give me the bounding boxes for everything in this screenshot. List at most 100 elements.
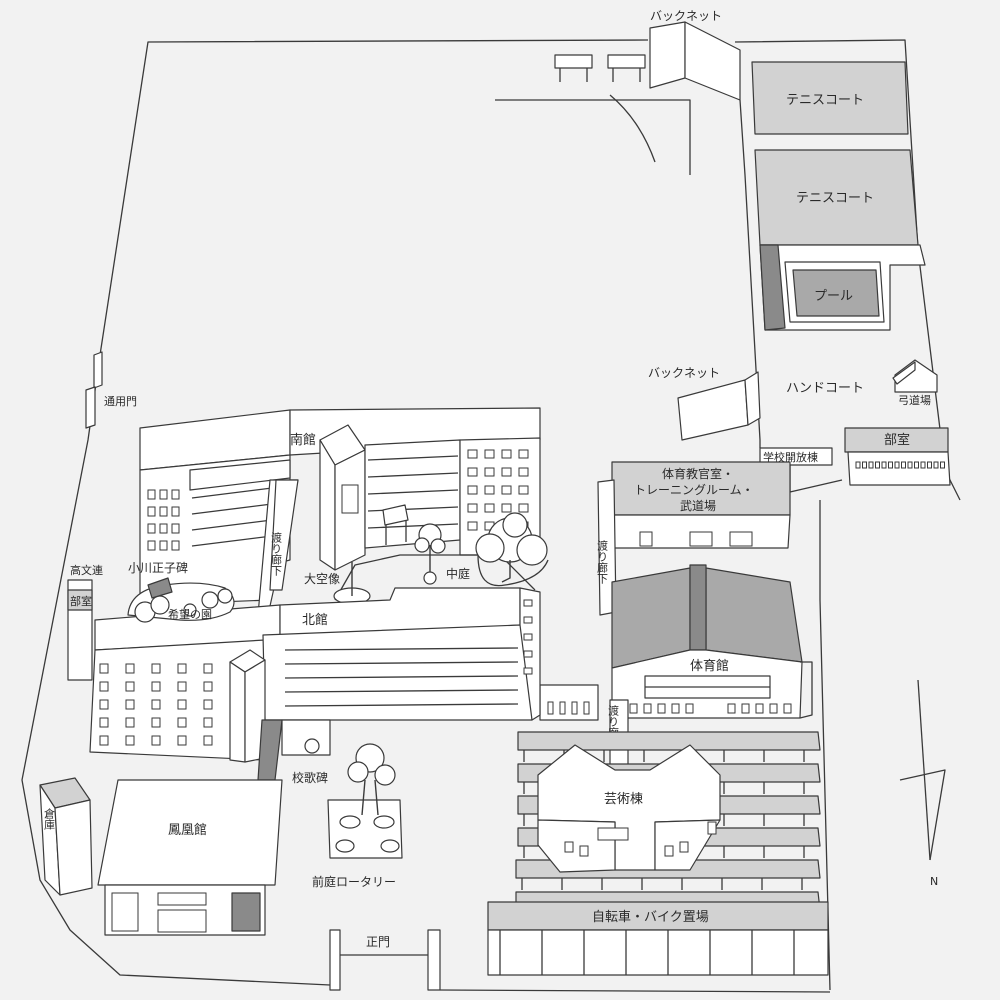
window: [171, 540, 180, 551]
floor-line: [367, 455, 459, 461]
pe-building-label-2: トレーニングルーム・: [634, 483, 754, 497]
gymnasium-label: 体育館: [690, 658, 729, 674]
window: [888, 461, 893, 469]
window: [151, 663, 161, 674]
kobunren-label: 高文連: [70, 563, 103, 577]
back-net-top-label: バックネット: [650, 9, 722, 23]
window: [171, 489, 180, 500]
window: [171, 506, 180, 517]
floor-line: [284, 675, 519, 679]
window: [523, 616, 533, 624]
window: [125, 681, 135, 692]
window: [501, 449, 512, 459]
main-gate-label: 正門: [366, 935, 390, 949]
window: [125, 663, 135, 674]
floor-line: [367, 489, 459, 495]
window: [783, 703, 792, 714]
window: [523, 599, 533, 607]
side-gate-label: 通用門: [104, 395, 137, 408]
window: [523, 633, 533, 641]
tennis-court-2-label: テニスコート: [796, 191, 874, 206]
window: [629, 703, 638, 714]
window: [875, 461, 880, 469]
window: [171, 523, 180, 534]
window: [484, 485, 495, 495]
window: [177, 699, 187, 710]
floor-line: [284, 647, 519, 651]
pool: [759, 244, 926, 331]
window: [559, 701, 566, 715]
window: [862, 461, 867, 469]
window: [151, 699, 161, 710]
window: [467, 449, 478, 459]
club-room-west-label: 部室: [70, 594, 92, 608]
courtyard-label: 中庭: [446, 566, 470, 581]
courtyard: [333, 504, 549, 605]
athletic-field: [495, 94, 761, 441]
floor-line: [284, 689, 519, 693]
window: [99, 735, 109, 746]
window: [523, 650, 533, 658]
window: [151, 717, 161, 728]
window: [907, 461, 913, 469]
window: [501, 503, 512, 513]
floor-line: [367, 472, 459, 478]
window: [203, 735, 213, 746]
bicycle-parking-label: 自転車・バイク置場: [592, 910, 709, 925]
window: [727, 703, 736, 714]
window: [203, 699, 213, 710]
window: [125, 717, 135, 728]
window: [518, 503, 529, 513]
window: [159, 489, 168, 500]
north-arrow-label: N: [930, 875, 938, 888]
window: [467, 467, 478, 477]
window: [151, 735, 161, 746]
window: [99, 717, 109, 728]
corridor-2-label: 渡り廊下: [596, 539, 609, 585]
window: [177, 717, 187, 728]
art-building: [537, 744, 721, 873]
tennis-court-1: [751, 61, 909, 135]
back-net-mid-label: バックネット: [648, 366, 720, 380]
song-monument-label: 校歌碑: [292, 770, 328, 785]
window: [99, 681, 109, 692]
hand-court-label: ハンドコート: [786, 381, 864, 396]
main-gate: [329, 929, 441, 991]
window: [177, 663, 187, 674]
window: [203, 663, 213, 674]
statue-label: 大空像: [304, 572, 340, 586]
window: [147, 489, 156, 500]
window: [518, 467, 529, 477]
back-net-top: [554, 21, 741, 101]
window: [203, 717, 213, 728]
south-building-label: 南館: [290, 432, 316, 448]
kyudojo: [892, 359, 938, 393]
window: [643, 703, 652, 714]
floor-line: [284, 703, 519, 707]
window: [467, 521, 478, 531]
corridor-1-label: 渡り廊下: [270, 531, 283, 577]
north-arrow: [899, 679, 946, 861]
window: [914, 461, 919, 469]
window: [769, 703, 778, 714]
club-rooms-east-label: 部室: [884, 432, 910, 448]
window: [583, 701, 590, 715]
window: [177, 681, 187, 692]
window: [933, 461, 939, 469]
window: [125, 699, 135, 710]
window: [940, 461, 945, 469]
window: [685, 703, 694, 714]
warehouse: [39, 777, 93, 896]
school-open-building-label: 学校開放棟: [763, 450, 818, 464]
north-building: [89, 587, 541, 763]
houou-kan-label: 鳳凰館: [168, 823, 207, 838]
floor-line: [367, 523, 459, 529]
window: [671, 703, 680, 714]
window: [177, 735, 187, 746]
window: [467, 485, 478, 495]
pe-building-label-3: 武道場: [680, 499, 716, 513]
window: [159, 523, 168, 534]
song-monument: [257, 719, 331, 781]
houou-kan: [97, 779, 283, 936]
garden-of-hope-label: 希望の園: [168, 607, 212, 621]
